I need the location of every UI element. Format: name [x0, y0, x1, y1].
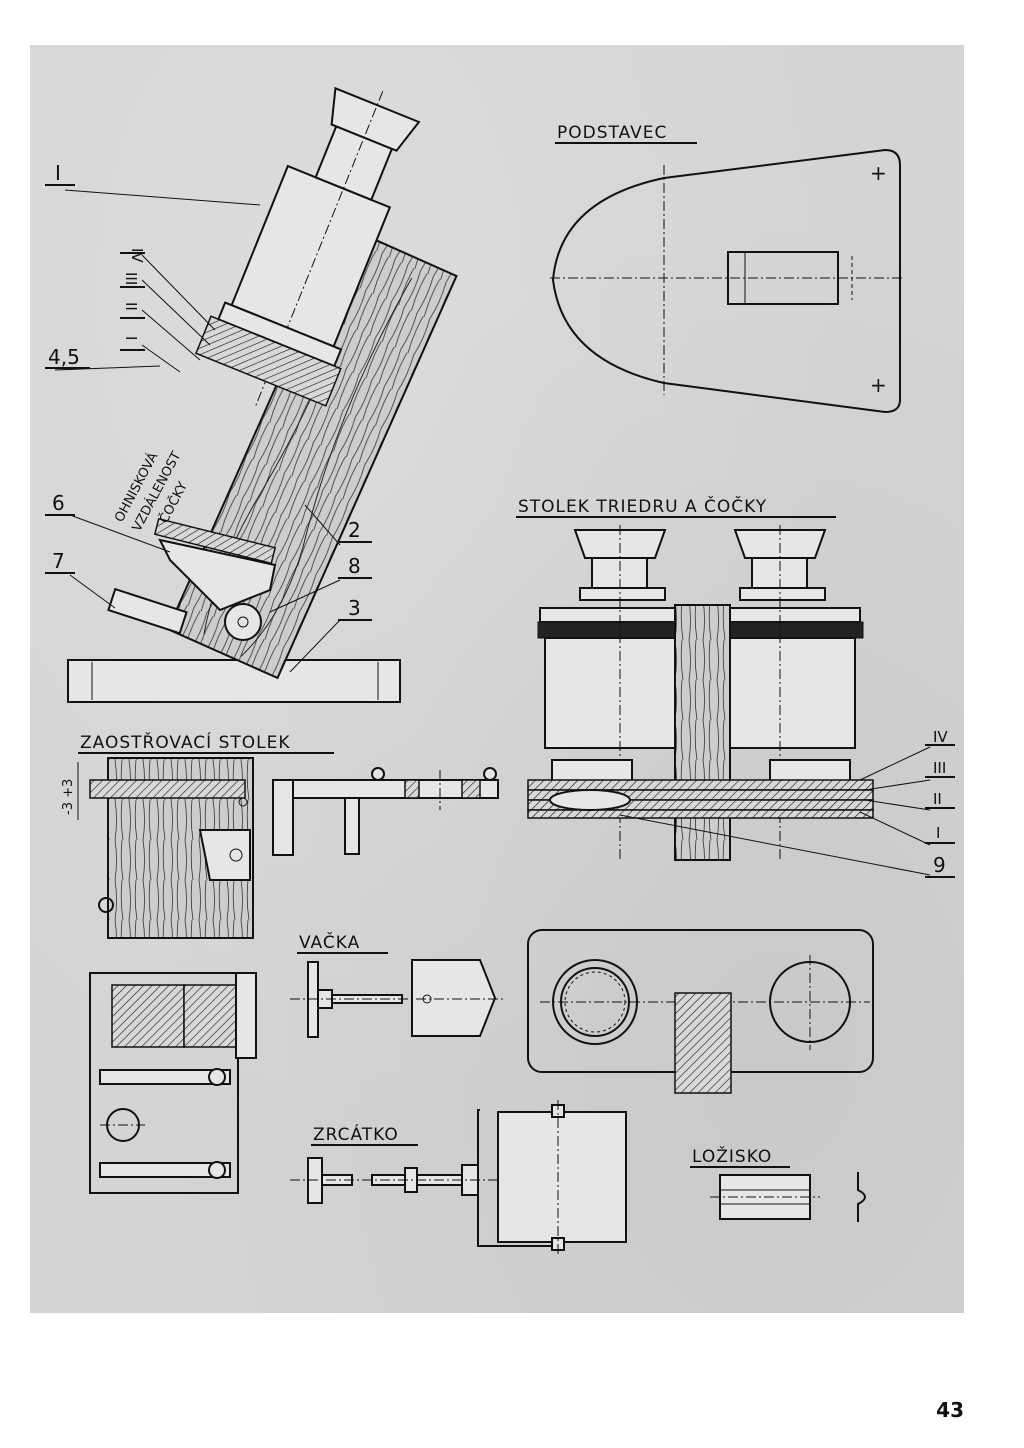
- stolek-triedru-section: STOLEK TRIEDRU A ČOČKY: [516, 495, 955, 878]
- stage-plate-section: [527, 929, 874, 1094]
- title-vacka: VAČKA: [299, 931, 360, 953]
- cam-body: [411, 959, 497, 1037]
- label-8: 8: [348, 554, 361, 578]
- title-lozisko: LOŽISKO: [692, 1145, 772, 1167]
- cam-housing: [89, 972, 239, 1194]
- label-I: I: [55, 161, 61, 185]
- lens: [549, 789, 631, 811]
- stage-label-I: I: [936, 824, 940, 842]
- stage-label-II: II: [933, 790, 942, 808]
- mirror: [107, 587, 188, 635]
- dimension-label: -3 +3: [61, 779, 76, 815]
- stage-label-IV: IV: [933, 728, 948, 746]
- title-zaostrovaci-stolek: ZAOSTŘOVACÍ STOLEK: [80, 731, 291, 753]
- label-I-lens: I: [122, 336, 140, 340]
- label-2: 2: [348, 518, 361, 542]
- label-3: 3: [348, 596, 361, 620]
- stage-label-III: III: [933, 759, 946, 777]
- label-6: 6: [52, 491, 65, 515]
- page-number: 43: [936, 1398, 964, 1422]
- title-stolek-triedru: STOLEK TRIEDRU A ČOČKY: [518, 495, 767, 517]
- label-7: 7: [52, 549, 65, 573]
- base-plate-outline: [551, 148, 901, 414]
- label-III: III: [122, 272, 140, 285]
- base-block: [67, 659, 401, 703]
- label-II: II: [122, 302, 140, 311]
- podstavec-section: PODSTAVEC + +: [550, 123, 905, 414]
- cam-wheel: [224, 603, 262, 641]
- zrcatko-section: ZRCÁTKO: [290, 1100, 627, 1255]
- optical-tube: [195, 86, 421, 407]
- screw-mark-bottom: +: [870, 373, 887, 397]
- vacka-section: VAČKA: [89, 931, 505, 1194]
- title-zrcatko: ZRCÁTKO: [313, 1123, 399, 1145]
- microscope-assembly: I IV III II I 4,5 6 7 2 8 3 OHNISKOVÁ VZ…: [45, 86, 458, 703]
- lozisko-section: LOŽISKO: [690, 1145, 866, 1222]
- label-IV: IV: [128, 248, 146, 263]
- screw-mark-top: +: [870, 161, 887, 185]
- mirror-frame: [497, 1111, 627, 1243]
- focus-stage: [158, 538, 277, 612]
- label-4-5: 4,5: [48, 345, 80, 369]
- bearing-profile: [857, 1172, 866, 1222]
- post-section: [674, 992, 732, 1094]
- title-podstavec: PODSTAVEC: [557, 123, 667, 143]
- stage-post: [674, 604, 731, 861]
- stage-label-9: 9: [933, 853, 946, 877]
- zaostrovaci-stolek-section: ZAOSTŘOVACÍ STOLEK -3 +3: [61, 731, 499, 939]
